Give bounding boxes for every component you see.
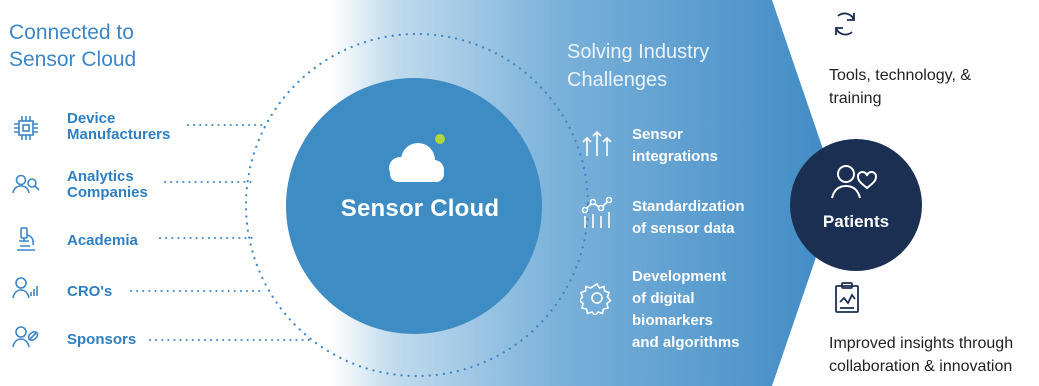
label-line: CRO's	[67, 283, 113, 300]
person-link-icon	[12, 324, 40, 352]
refresh-icon	[830, 8, 860, 40]
patients-label: Patients	[822, 212, 890, 231]
heading-line: Sensor Cloud	[9, 48, 137, 71]
cloud-icon	[389, 143, 444, 182]
heading-line: Solving Industry	[567, 41, 710, 63]
heading-line: Challenges	[567, 69, 668, 91]
people-search-icon	[12, 171, 40, 199]
label-line: Sensor	[632, 126, 683, 143]
outcome-insights: Improved insights through collaboration …	[829, 332, 1013, 378]
label-line: Companies	[67, 184, 148, 201]
challenge-label: Standardization of sensor data	[632, 196, 745, 240]
person-chart-icon	[12, 275, 40, 303]
label-line: Manufacturers	[67, 126, 171, 143]
patients-circle	[790, 139, 922, 271]
label-line: Development	[632, 268, 727, 285]
label-line: Sponsors	[67, 331, 137, 348]
stakeholder-label: Sponsors	[67, 332, 136, 348]
challenge-label: Development of digital biomarkers and al…	[632, 266, 740, 354]
outcome-line: Tools, technology, &	[829, 67, 972, 84]
challenge-label: Sensor integrations	[632, 124, 718, 168]
heading-line: Connected to	[9, 21, 134, 44]
dotted-ring	[244, 32, 590, 378]
stakeholder-label: Academia	[67, 233, 138, 249]
label-line: Analytics	[67, 168, 134, 185]
stakeholder-label: CRO's	[67, 284, 112, 300]
label-line: of digital	[632, 290, 695, 307]
label-line: biomarkers	[632, 312, 713, 329]
status-dot	[435, 134, 445, 144]
chip-icon	[12, 114, 40, 142]
outcome-tools: Tools, technology, & training	[829, 64, 971, 110]
sensor-cloud-title: Sensor Cloud	[340, 195, 500, 222]
stakeholder-label: Device Manufacturers	[67, 111, 170, 143]
person-heart-icon	[829, 162, 883, 202]
label-line: Academia	[67, 232, 138, 249]
sensor-cloud-circle	[286, 78, 542, 334]
outcome-line: collaboration & innovation	[829, 358, 1013, 375]
label-line: Device	[67, 110, 116, 127]
microscope-icon	[12, 226, 40, 254]
connected-heading: Connected to Sensor Cloud	[9, 19, 136, 73]
stakeholder-label: Analytics Companies	[67, 169, 148, 201]
label-line: and algorithms	[632, 334, 740, 351]
label-line: Standardization	[632, 198, 745, 215]
clipboard-chart-icon	[832, 282, 862, 314]
outcome-line: training	[829, 90, 882, 107]
data-standard-icon	[580, 196, 614, 230]
arrows-up-icon	[580, 126, 614, 160]
gear-icon	[580, 281, 614, 315]
outcome-line: Improved insights through	[829, 335, 1014, 352]
label-line: integrations	[632, 148, 718, 165]
challenges-heading: Solving Industry Challenges	[567, 38, 709, 94]
label-line: of sensor data	[632, 220, 735, 237]
